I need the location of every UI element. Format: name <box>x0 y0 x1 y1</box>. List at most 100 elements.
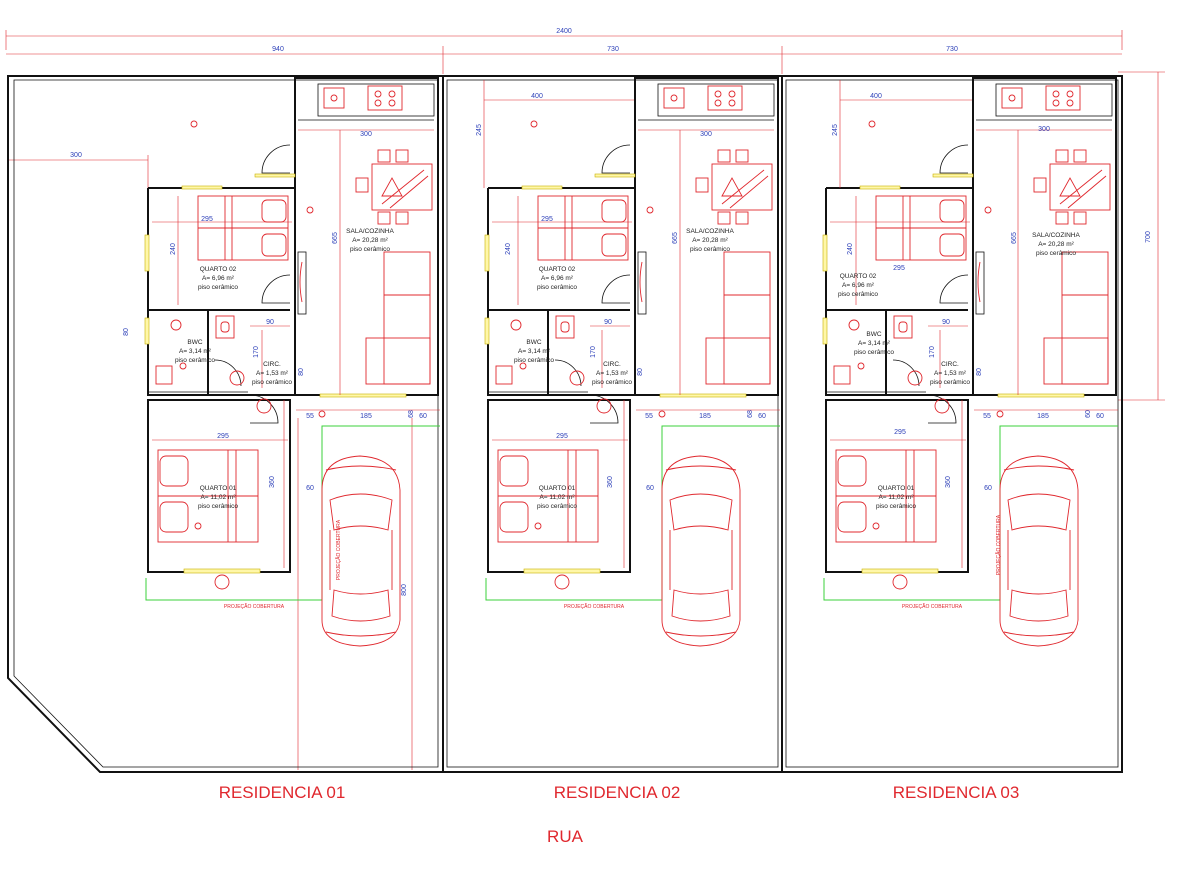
dim-55: 55 <box>645 413 653 420</box>
quarto1-area: A= 11,02 m² <box>539 494 575 501</box>
bwc-floor: piso cerâmico <box>514 357 554 364</box>
dim-90: 90 <box>266 319 274 326</box>
circ-name: CIRC. <box>603 361 621 368</box>
quarto2-area: A= 6,96 m² <box>202 275 235 282</box>
dim-400: 400 <box>870 93 882 100</box>
dim-300: 300 <box>700 131 712 138</box>
street-label: RUA <box>547 827 584 846</box>
dim-665: 665 <box>332 232 339 244</box>
circ-floor: piso cerâmico <box>592 379 632 386</box>
dim-240: 240 <box>170 243 177 255</box>
circ-floor: piso cerâmico <box>930 379 970 386</box>
dim-90: 90 <box>942 319 950 326</box>
dim-360: 360 <box>269 476 276 488</box>
dim-360: 360 <box>607 476 614 488</box>
dim-185: 185 <box>699 413 711 420</box>
dim-295a: 295 <box>201 216 213 223</box>
bwc-floor: piso cerâmico <box>175 357 215 364</box>
circ-name: CIRC. <box>941 361 959 368</box>
quarto1-name: QUARTO 01 <box>200 485 237 492</box>
roof-projection-label: PROJEÇÃO COBERTURA <box>564 603 625 610</box>
residence-2-title: RESIDENCIA 02 <box>554 783 681 802</box>
bwc-area: A= 3,14 m² <box>179 348 212 355</box>
sala-area: A= 20,28 m² <box>692 237 728 244</box>
roof-projection-label-vertical: PROJEÇÃO COBERTURA <box>995 514 1002 575</box>
dim-68: 68 <box>747 410 754 418</box>
dim-depth: 700 <box>1145 231 1152 243</box>
dim-300: 300 <box>1038 126 1050 133</box>
residence-3-labels: 400 245 300 665 295 240 90 170 80 55 185… <box>832 80 1104 802</box>
residence-1-labels: 300 665 295 240 80 90 170 80 55 185 68 6… <box>123 131 427 802</box>
quarto1-area: A= 11,02 m² <box>200 494 236 501</box>
sala-name: SALA/COZINHA <box>346 228 394 235</box>
dim-245: 245 <box>832 124 839 136</box>
quarto1-floor: piso cerâmico <box>198 503 238 510</box>
quarto2-floor: piso cerâmico <box>838 291 878 298</box>
sala-floor: piso cerâmico <box>690 246 730 253</box>
dim-240: 240 <box>847 243 854 255</box>
circ-area: A= 1,53 m² <box>934 370 967 377</box>
dim-lot3: 730 <box>946 46 958 53</box>
dim-185: 185 <box>360 413 372 420</box>
dim-295a: 295 <box>893 265 905 272</box>
dim-80b: 80 <box>976 368 983 376</box>
residence-2-labels: 400 245 300 665 295 240 90 170 80 55 185… <box>476 80 766 802</box>
dim-60b: 60 <box>1085 410 1092 418</box>
dim-60a: 60 <box>1096 413 1104 420</box>
dim-lot1: 940 <box>272 46 284 53</box>
dim-170: 170 <box>253 346 260 358</box>
dim-garage-depth: 800 <box>401 584 408 596</box>
quarto1-floor: piso cerâmico <box>876 503 916 510</box>
dim-lot2: 730 <box>607 46 619 53</box>
dim-295b: 295 <box>217 433 229 440</box>
quarto2-area: A= 6,96 m² <box>842 282 875 289</box>
lot-boundaries <box>7 75 1123 773</box>
residence-3-title: RESIDENCIA 03 <box>893 783 1020 802</box>
quarto2-floor: piso cerâmico <box>198 284 238 291</box>
dim-240: 240 <box>505 243 512 255</box>
dim-60a: 60 <box>419 413 427 420</box>
dim-185: 185 <box>1037 413 1049 420</box>
quarto2-floor: piso cerâmico <box>537 284 577 291</box>
roof-projection-label: PROJEÇÃO COBERTURA <box>224 603 285 610</box>
roof-projection-label-vertical: PROJEÇÃO COBERTURA <box>335 519 342 580</box>
dim-360: 360 <box>945 476 952 488</box>
dim-295b: 295 <box>894 429 906 436</box>
dim-90: 90 <box>604 319 612 326</box>
dim-665: 665 <box>672 232 679 244</box>
dim-245: 245 <box>476 124 483 136</box>
quarto1-name: QUARTO 01 <box>539 485 576 492</box>
dim-60a: 60 <box>758 413 766 420</box>
dim-400: 400 <box>531 93 543 100</box>
dim-665: 665 <box>1011 232 1018 244</box>
sala-area: A= 20,28 m² <box>1038 241 1074 248</box>
dim-55: 55 <box>983 413 991 420</box>
quarto2-name: QUARTO 02 <box>539 266 576 273</box>
dim-80b: 80 <box>298 368 305 376</box>
circ-name: CIRC. <box>263 361 281 368</box>
bwc-name: BWC <box>866 331 881 338</box>
dim-total: 2400 <box>556 28 572 35</box>
sala-name: SALA/COZINHA <box>1032 232 1080 239</box>
dim-left-setback: 300 <box>70 152 82 159</box>
bwc-name: BWC <box>526 339 541 346</box>
dim-60c: 60 <box>984 485 992 492</box>
sala-name: SALA/COZINHA <box>686 228 734 235</box>
quarto1-floor: piso cerâmico <box>537 503 577 510</box>
quarto2-area: A= 6,96 m² <box>541 275 574 282</box>
circ-area: A= 1,53 m² <box>256 370 289 377</box>
sala-floor: piso cerâmico <box>1036 250 1076 257</box>
residence-1-title: RESIDENCIA 01 <box>219 783 346 802</box>
dim-295a: 295 <box>541 216 553 223</box>
dim-295b: 295 <box>556 433 568 440</box>
quarto1-area: A= 11,02 m² <box>878 494 914 501</box>
bwc-area: A= 3,14 m² <box>858 340 891 347</box>
dim-60c: 60 <box>646 485 654 492</box>
dim-300: 300 <box>360 131 372 138</box>
sala-area: A= 20,28 m² <box>352 237 388 244</box>
roof-projection-label: PROJEÇÃO COBERTURA <box>902 603 963 610</box>
dim-80b: 80 <box>637 368 644 376</box>
dim-170: 170 <box>590 346 597 358</box>
quarto1-name: QUARTO 01 <box>878 485 915 492</box>
